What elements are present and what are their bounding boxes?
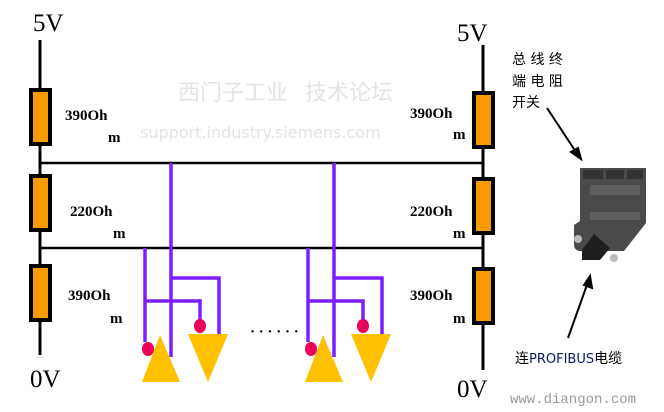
label-0v-left: 0V bbox=[30, 366, 61, 393]
label-390b-right: 390Oh bbox=[410, 288, 453, 304]
receiver-node bbox=[351, 334, 391, 382]
arrow-head bbox=[569, 146, 583, 162]
resistor-left-mid bbox=[29, 174, 52, 232]
station-group-1 bbox=[142, 163, 228, 382]
ellipsis: · · · · · · bbox=[250, 324, 299, 340]
label-390b-left-m: m bbox=[110, 311, 123, 327]
label-390b-left: 390Oh bbox=[68, 288, 111, 304]
node-dot bbox=[305, 342, 317, 356]
label-390-left-m: m bbox=[108, 130, 121, 146]
label-5v-left: 5V bbox=[33, 10, 64, 37]
label-390-left: 390Oh bbox=[65, 108, 108, 124]
label-390b-right-m: m bbox=[453, 311, 466, 327]
node-dot bbox=[194, 319, 206, 333]
transmitter-node bbox=[305, 335, 343, 382]
label-220-left: 220Oh bbox=[70, 204, 113, 220]
receiver-node bbox=[188, 334, 228, 382]
label-220-left-m: m bbox=[113, 226, 126, 242]
watermark-cn2: 技术论坛 bbox=[305, 81, 393, 106]
annotation-switch-line3: 开关 bbox=[512, 95, 540, 111]
annotation-cable: 连PROFIBUS电缆 bbox=[515, 351, 622, 367]
resistor-right-bot bbox=[472, 267, 495, 325]
arrow-to-cable-port bbox=[567, 281, 589, 339]
label-220-right: 220Oh bbox=[410, 204, 453, 220]
watermark-cn: 西门子工业 bbox=[178, 81, 288, 106]
resistor-left-top bbox=[29, 88, 52, 146]
resistor-right-mid bbox=[472, 177, 495, 235]
arrow-head bbox=[582, 273, 594, 290]
watermark-site: www.diangon.com bbox=[510, 392, 636, 408]
node-dot bbox=[357, 319, 369, 333]
watermark: 西门子工业 技术论坛 support.industry.siemens.com bbox=[140, 81, 393, 142]
annotation-switch-line2: 端 电 阻 bbox=[512, 74, 563, 90]
label-220-right-m: m bbox=[453, 226, 466, 242]
resistor-left-bot bbox=[29, 264, 52, 322]
station-group-2 bbox=[305, 163, 391, 382]
annotation-switch-line1: 总 线 终 bbox=[512, 52, 563, 68]
transmitter-node bbox=[142, 335, 180, 382]
profibus-connector-image bbox=[574, 168, 646, 262]
watermark-en: support.industry.siemens.com bbox=[140, 123, 381, 142]
node-dot bbox=[142, 342, 154, 356]
label-5v-right: 5V bbox=[457, 20, 488, 47]
label-390-right-m: m bbox=[453, 127, 466, 143]
label-390-right: 390Oh bbox=[410, 106, 453, 122]
arrow-to-switch bbox=[546, 107, 579, 156]
label-0v-right: 0V bbox=[457, 376, 488, 403]
resistor-right-top bbox=[472, 91, 495, 149]
